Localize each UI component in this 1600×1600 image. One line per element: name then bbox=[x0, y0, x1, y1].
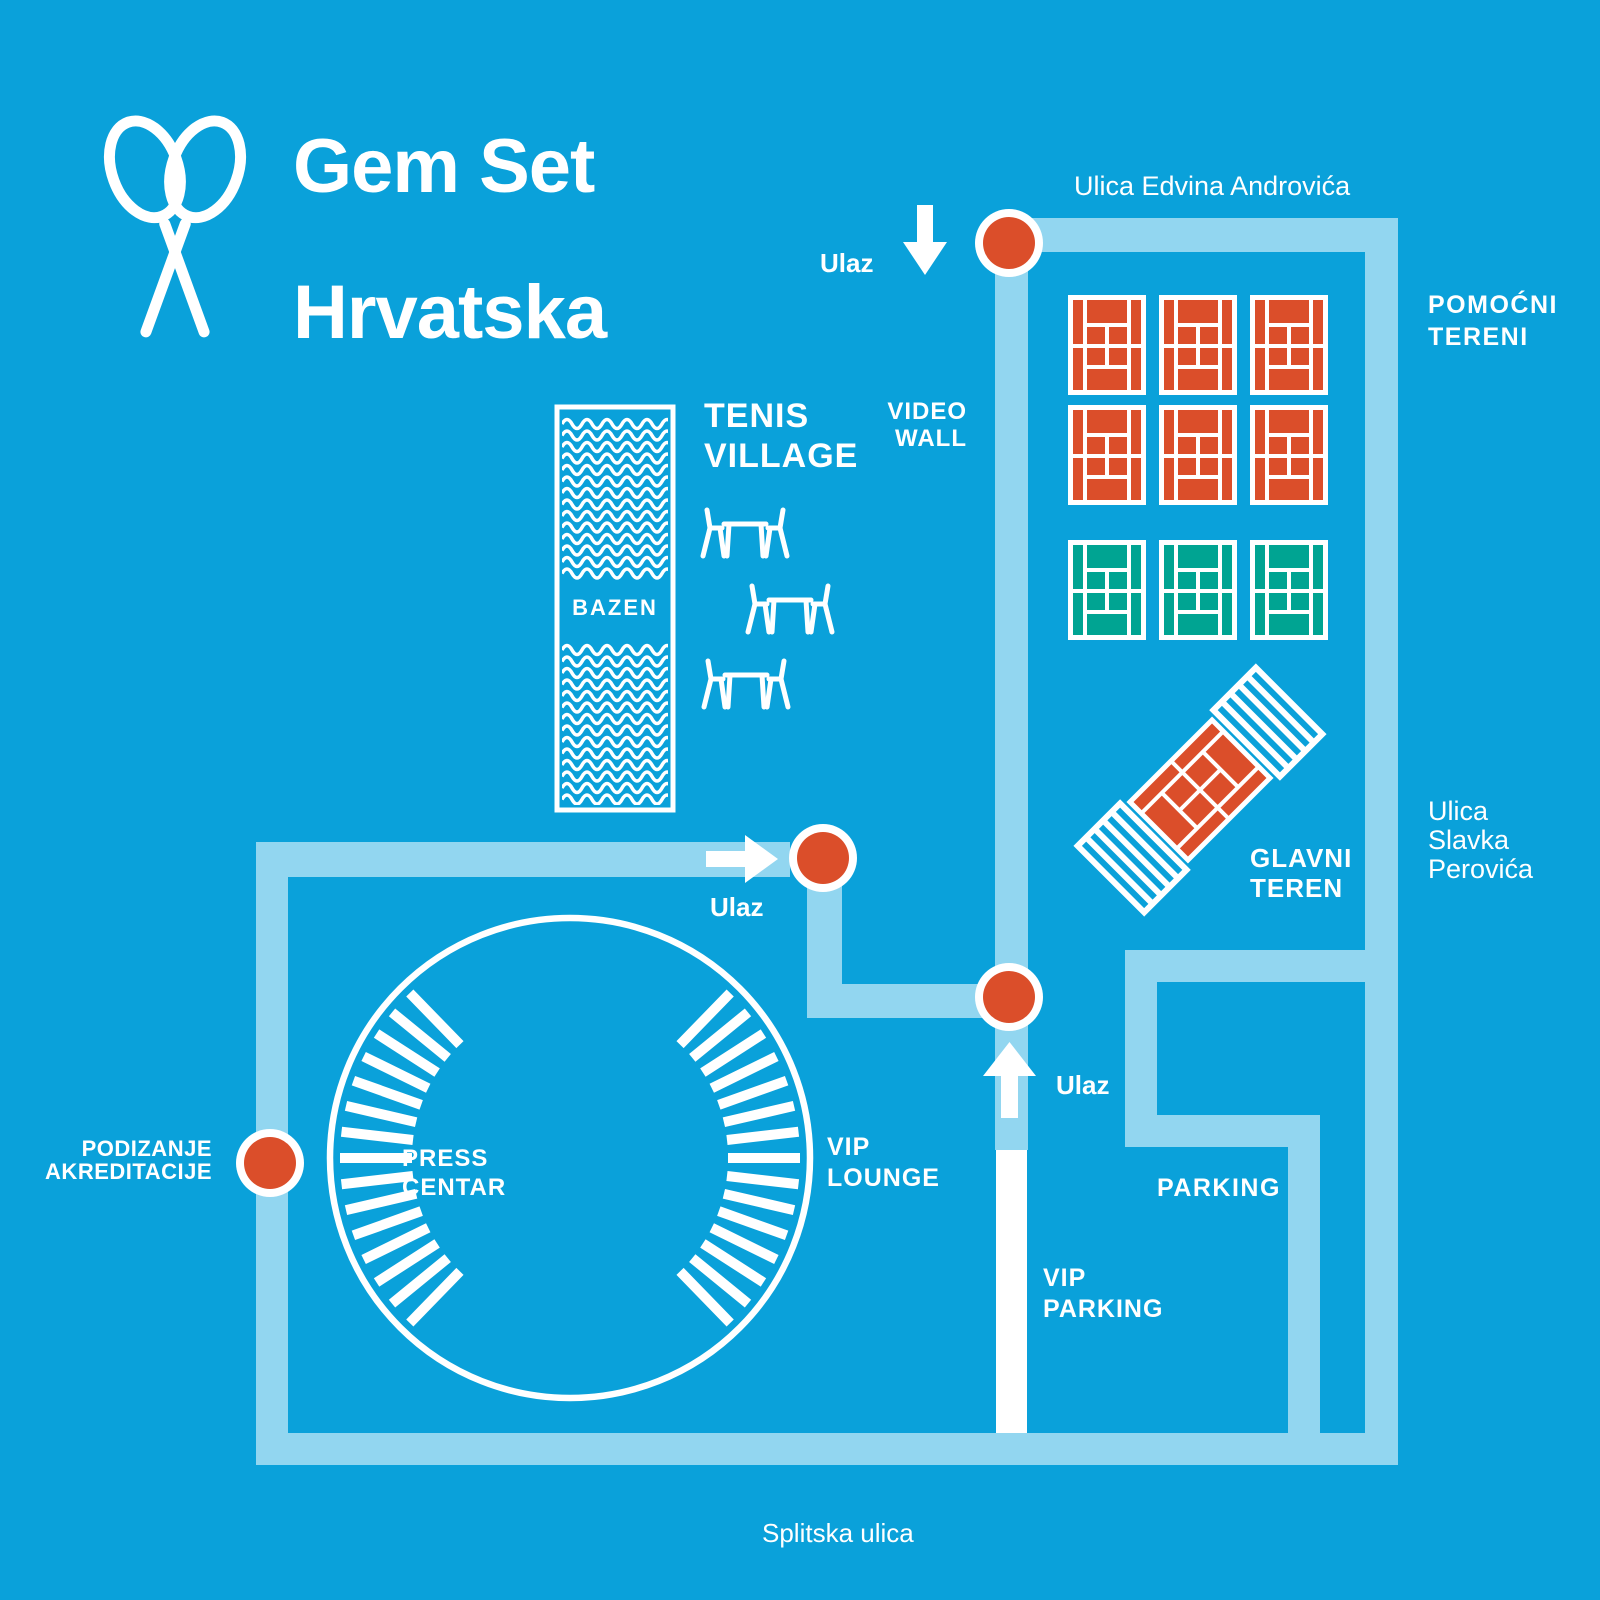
street-label-ulica-slavka-perovica: Ulica Slavka Perovića bbox=[1428, 796, 1534, 884]
entrance-label-west: Ulaz bbox=[710, 892, 764, 922]
hard-court-icon bbox=[1162, 543, 1235, 638]
parking-label: PARKING bbox=[1157, 1174, 1281, 1202]
table-and-chairs-icon bbox=[748, 586, 832, 632]
arrow-down-icon bbox=[903, 205, 947, 275]
road-splitska-ulica bbox=[256, 1433, 1398, 1465]
road-parking-top bbox=[1125, 950, 1365, 982]
video-wall-label: VIDEO WALL bbox=[887, 398, 967, 452]
clay-court-icon bbox=[1071, 298, 1144, 393]
clay-court-icon bbox=[1071, 408, 1144, 503]
vip-lounge-label: VIP LOUNGE bbox=[827, 1133, 940, 1192]
stand-left-icon bbox=[1073, 799, 1191, 917]
clay-court-icon bbox=[1162, 298, 1235, 393]
direction-arrows bbox=[706, 205, 1036, 1118]
arrow-right-icon bbox=[706, 835, 778, 883]
road-ulica-edvina-androvica bbox=[1009, 218, 1398, 252]
accreditation-marker-icon bbox=[236, 1129, 304, 1197]
table-and-chairs-icon bbox=[703, 510, 787, 556]
road-vip-parking-white bbox=[996, 1150, 1027, 1433]
arrow-up-icon bbox=[983, 1042, 1036, 1118]
entrance-label-top: Ulaz bbox=[820, 248, 874, 278]
street-label-ulica-edvina-androvica: Ulica Edvina Androvića bbox=[1074, 171, 1351, 201]
brand-title-line1: Gem Set bbox=[293, 124, 595, 209]
glavni-teren-label: GLAVNI TEREN bbox=[1250, 843, 1353, 903]
stand-right-icon bbox=[1209, 663, 1327, 781]
bazen-label: BAZEN bbox=[572, 595, 658, 620]
entrance-markers bbox=[236, 209, 1043, 1197]
hard-court-icon bbox=[1253, 543, 1326, 638]
brand-title-line2: Hrvatska bbox=[293, 270, 607, 355]
entrance-marker-top-icon bbox=[975, 209, 1043, 277]
street-label-splitska-ulica: Splitska ulica bbox=[762, 1518, 914, 1548]
pomocni-tereni-label: POMOĆNI TERENI bbox=[1428, 291, 1558, 351]
bazen-pool bbox=[554, 404, 676, 813]
press-centar-stadium bbox=[326, 914, 814, 1402]
clay-court-icon bbox=[1162, 408, 1235, 503]
clay-court-icon bbox=[1253, 298, 1326, 393]
hard-court-icon bbox=[1071, 543, 1144, 638]
entrance-label-vip: Ulaz bbox=[1056, 1070, 1110, 1100]
stadium-stand-ticks-icon bbox=[340, 989, 800, 1327]
road-parking-left bbox=[1125, 950, 1157, 1147]
podizanje-akreditacije-label: PODIZANJE AKREDITACIJE bbox=[45, 1136, 212, 1184]
road-parking-right bbox=[1288, 1115, 1320, 1433]
tenis-village-label: TENIS VILLAGE bbox=[704, 397, 859, 475]
center-court-icon bbox=[1126, 716, 1274, 864]
water-waves-icon bbox=[562, 417, 668, 805]
glavni-teren-court bbox=[1073, 663, 1327, 917]
road-network bbox=[256, 218, 1398, 1465]
road-parking-mid bbox=[1125, 1115, 1320, 1147]
brand-title: Gem Set Hrvatska bbox=[293, 129, 607, 351]
tennis-rackets-heart-icon bbox=[103, 115, 247, 338]
tenis-village-tables bbox=[703, 510, 832, 707]
vip-parking-label: VIP PARKING bbox=[1043, 1264, 1164, 1323]
road-ulica-slavka-perovica bbox=[1365, 218, 1398, 1465]
entrance-marker-west-icon bbox=[789, 824, 857, 892]
table-and-chairs-icon bbox=[704, 661, 788, 707]
clay-court-icon bbox=[1253, 408, 1326, 503]
pomocni-tereni-courts bbox=[1071, 298, 1326, 638]
entrance-marker-vip-icon bbox=[975, 963, 1043, 1031]
road-west-loop-top bbox=[256, 842, 790, 877]
press-centar-label: PRESS CENTAR bbox=[402, 1145, 507, 1201]
